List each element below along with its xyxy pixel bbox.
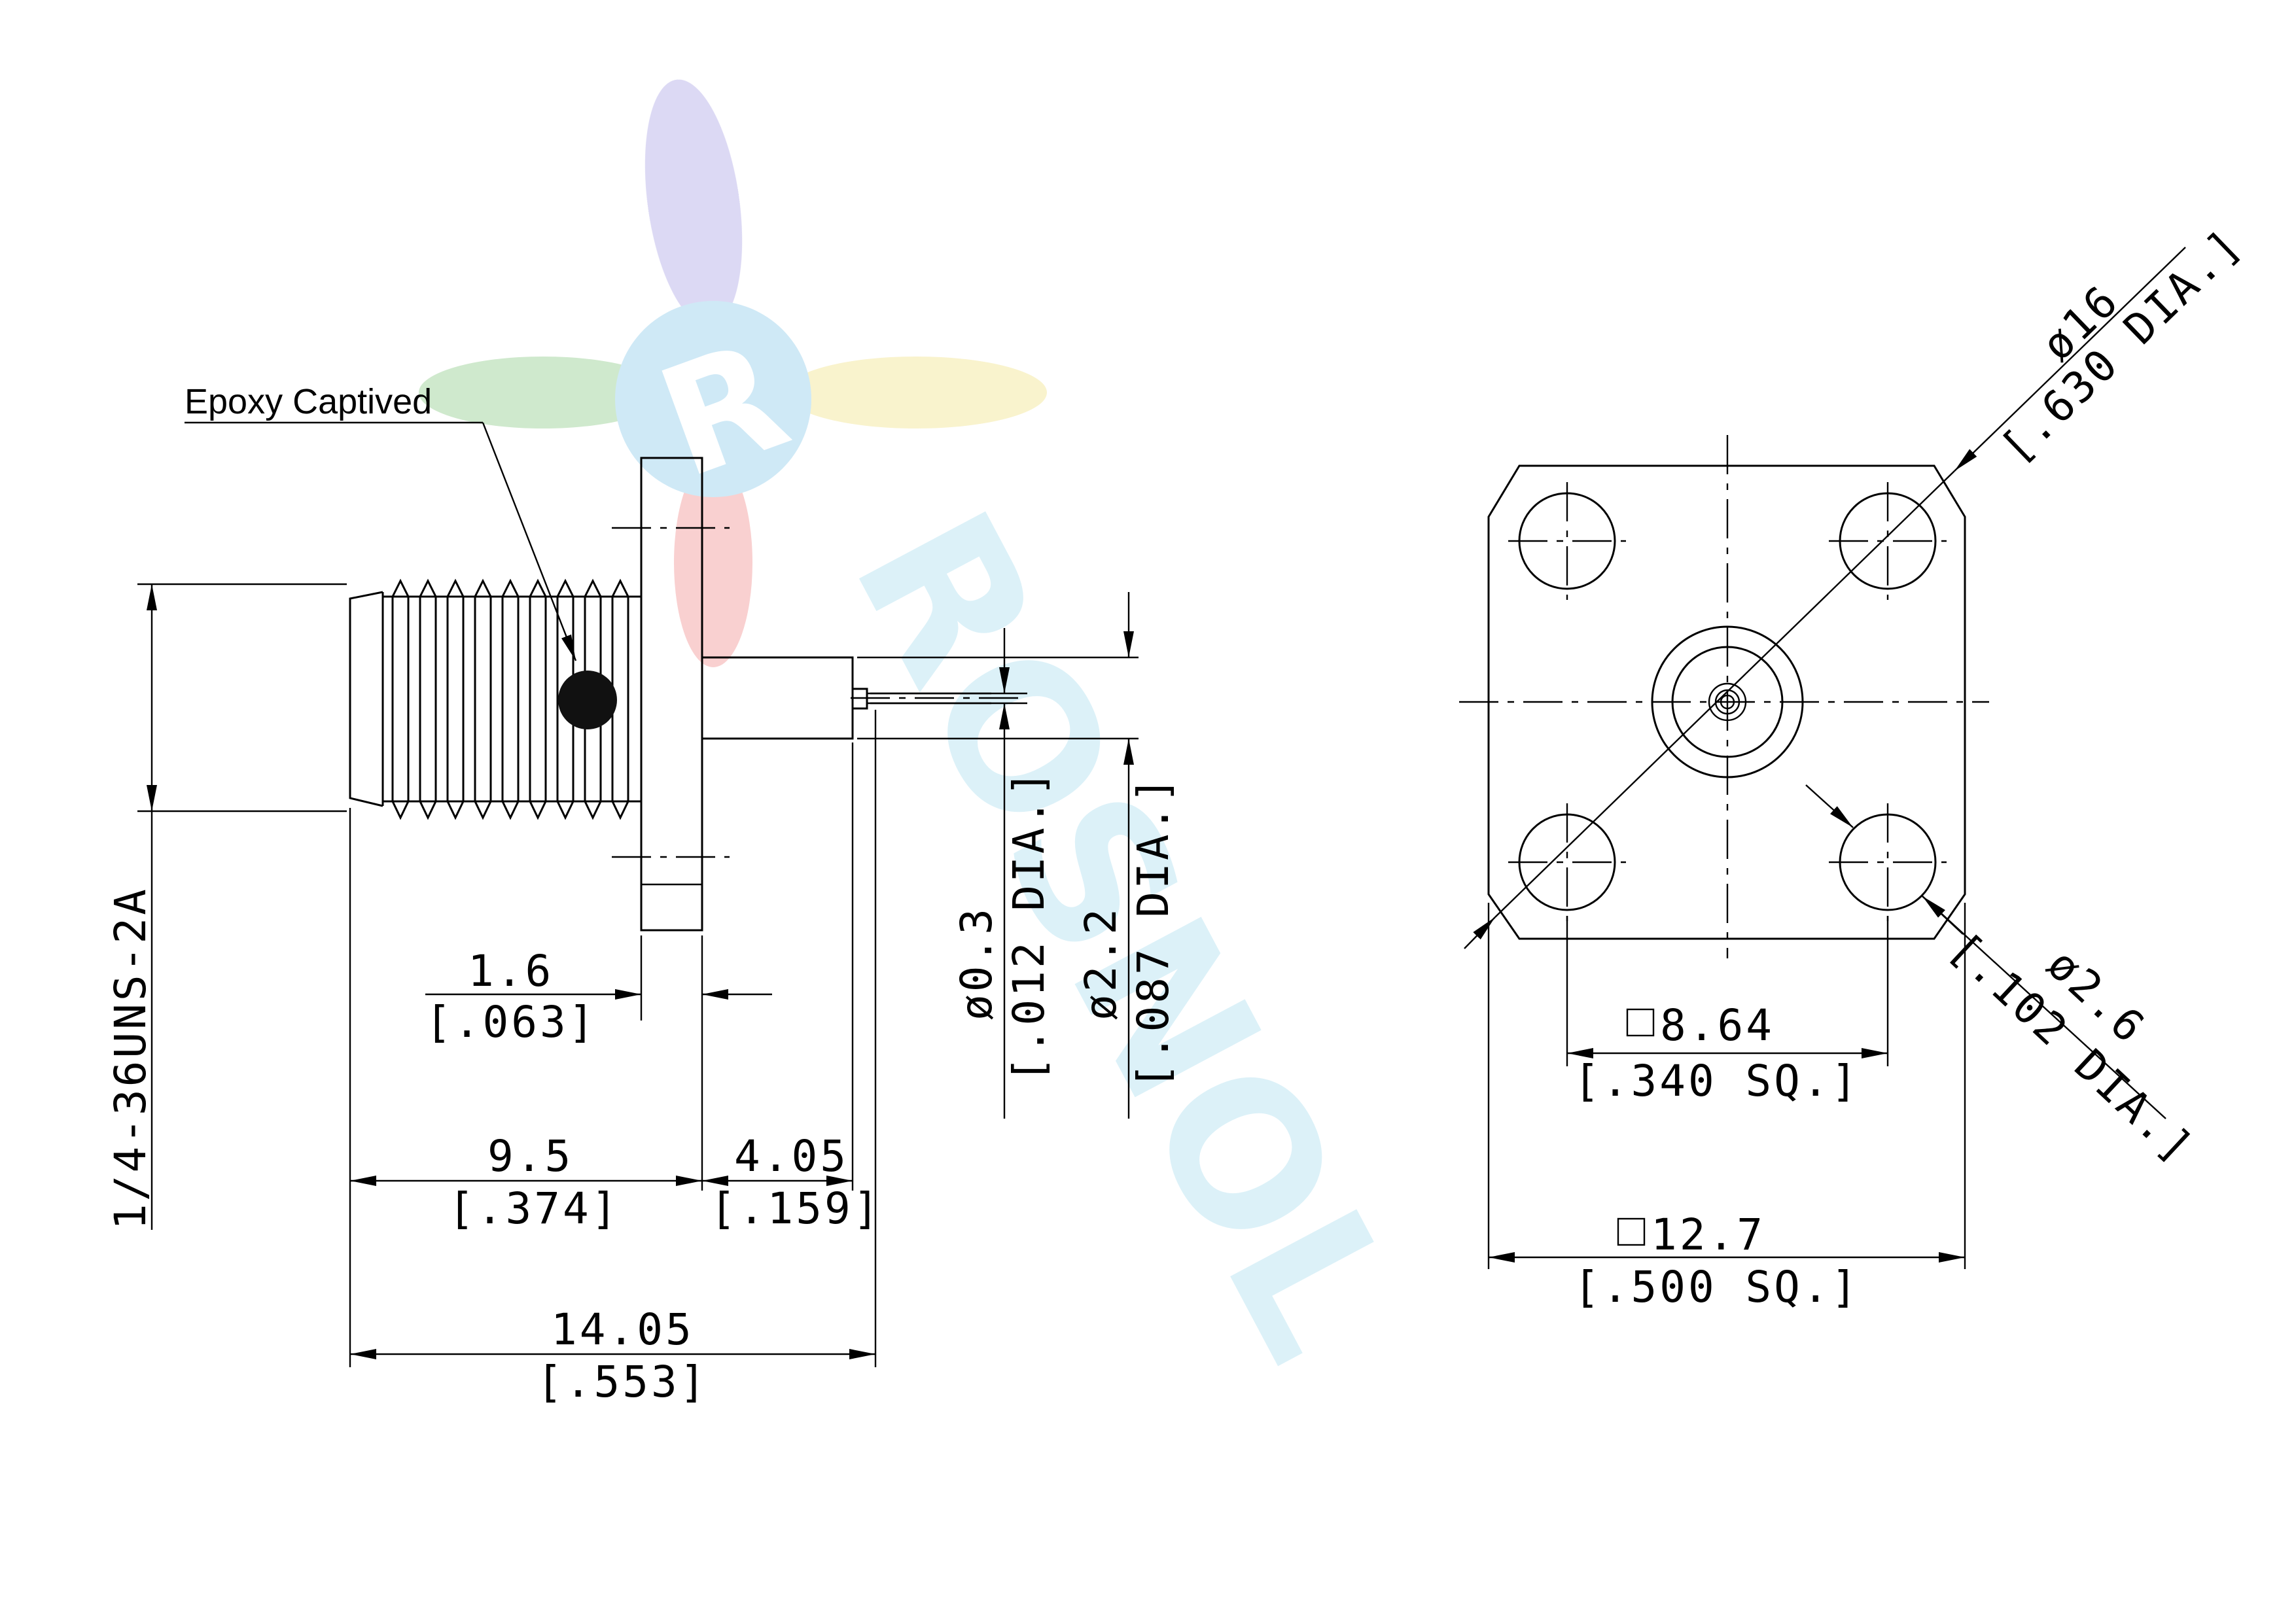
logo-center-circle	[615, 301, 811, 497]
thread-crest	[446, 578, 465, 820]
dim-overall-length-mm: 14.05	[551, 1304, 694, 1355]
logo-petal-yellow	[785, 357, 1047, 428]
side-view: Epoxy Captived 1/4-36UNS-2A 1.6 [.063] 9…	[105, 382, 1178, 1407]
thread-crest	[584, 578, 602, 820]
dim-hole-spacing-inch: [.340 SQ.]	[1574, 1056, 1860, 1106]
dim-flange-size-inch: [.500 SQ.]	[1574, 1262, 1860, 1312]
thread-crest	[391, 578, 410, 820]
dim-dielectric-diameter-mm: ø2.2	[1076, 906, 1126, 1021]
dim-overall-length-inch: [.553]	[537, 1357, 708, 1407]
dim-pin-diameter-mm: ø0.3	[951, 906, 1002, 1021]
logo-petal-green	[419, 357, 667, 428]
front-view: ø16 [.630 DIA.] ø2.6 [.102 DIA.] 8.64 [.…	[1459, 218, 2252, 1312]
watermark-logo: R	[419, 79, 1047, 667]
dim-body-length-mm: 9.5	[487, 1131, 573, 1181]
dim-pin-diameter-inch: [.012 DIA.]	[1004, 768, 1054, 1083]
mounting-holes	[1508, 482, 1947, 921]
thread-crests	[391, 578, 629, 820]
dim-dielectric-diameter-inch: [.087 DIA.]	[1128, 775, 1178, 1089]
thread-spec-text: 1/4-36UNS-2A	[105, 886, 156, 1230]
epoxy-captived-label: Epoxy Captived	[185, 382, 432, 421]
thread-crest	[419, 578, 437, 820]
thread-crest	[529, 578, 547, 820]
dim-body-length-inch: [.374]	[448, 1183, 620, 1234]
dielectric-insulator	[701, 656, 854, 740]
thread-crest	[501, 578, 520, 820]
dim-bolt-circle-inch: [.630 DIA.]	[1991, 218, 2253, 474]
dim-pin-length-inch: [.159]	[710, 1183, 881, 1234]
dim-hole-spacing-mm: 8.64	[1660, 1000, 1775, 1051]
thread-crest	[611, 578, 629, 820]
dim-pin-length-mm: 4.05	[734, 1131, 849, 1181]
epoxy-captive-dot	[558, 671, 617, 729]
square-symbol-icon	[1626, 1008, 1655, 1037]
thread-crest	[556, 578, 574, 820]
dim-flange-thickness-inch: [.063]	[425, 997, 597, 1047]
square-symbol-icon	[1617, 1217, 1646, 1246]
center-contact	[1651, 625, 1804, 778]
logo-petal-purple	[645, 79, 743, 326]
logo-petal-red	[674, 458, 752, 667]
dim-flange-size-mm: 12.7	[1651, 1210, 1765, 1260]
thread-crest	[474, 578, 492, 820]
dim-flange-thickness-mm: 1.6	[468, 946, 554, 996]
square-flange-outline	[1487, 464, 1966, 940]
